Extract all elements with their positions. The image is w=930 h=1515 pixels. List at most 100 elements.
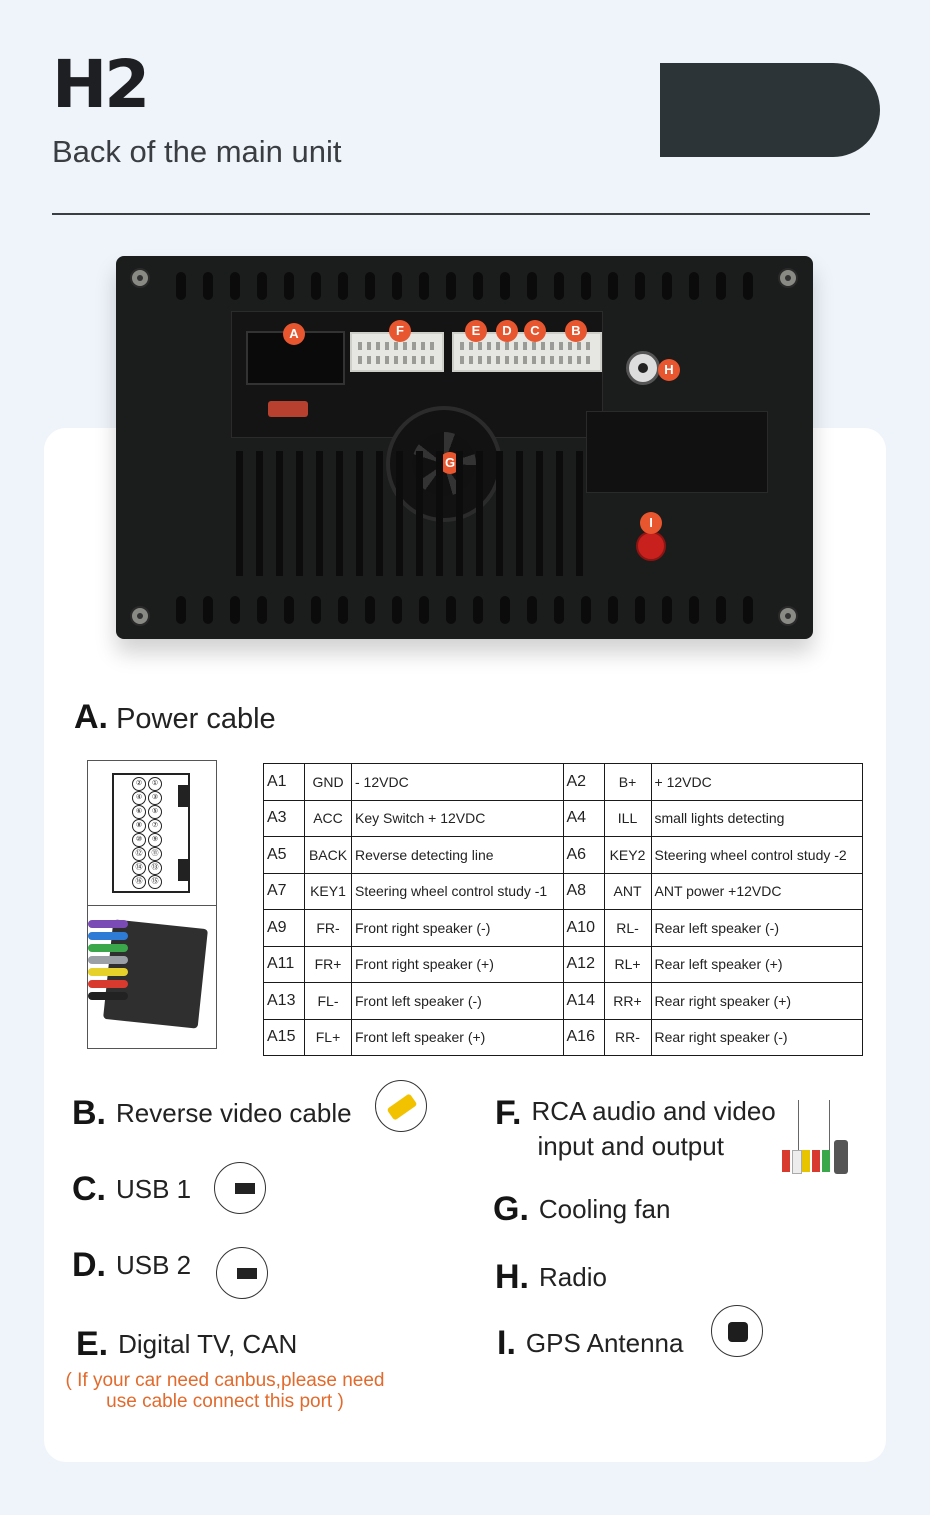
pin-desc-cell: + 12VDC xyxy=(650,763,863,801)
item-label-line2: input and output xyxy=(537,1131,724,1161)
vent-slot xyxy=(284,272,294,300)
vent-slot xyxy=(446,272,456,300)
marker-b: B xyxy=(565,320,587,342)
item-letter: F. xyxy=(495,1094,522,1132)
pin-number: ⑩ xyxy=(132,833,146,847)
pin-number: ⑪ xyxy=(148,847,162,861)
screw-icon xyxy=(778,606,798,626)
pin-desc-cell: Steering wheel control study -1 xyxy=(351,872,564,910)
heatsink-fin xyxy=(256,451,263,576)
canbus-note: ( If your car need canbus,please need us… xyxy=(65,1370,385,1412)
item-letter: D. xyxy=(72,1246,106,1284)
pin-number: ⑯ xyxy=(132,875,146,889)
item-label: Digital TV, CAN xyxy=(118,1329,298,1359)
vent-slot xyxy=(473,596,483,624)
heatsink-fin xyxy=(336,451,343,576)
vent-slot xyxy=(716,272,726,300)
vent-slot xyxy=(419,272,429,300)
radio-jack xyxy=(626,351,660,385)
vent-slot xyxy=(176,596,186,624)
item-e: E. Digital TV, CAN xyxy=(76,1325,297,1364)
item-f: F. RCA audio and video input and output xyxy=(495,1094,776,1164)
vent-slot xyxy=(473,272,483,300)
rca-plug-icon xyxy=(375,1080,427,1132)
pin-pin-cell: A11 xyxy=(263,945,305,983)
vent-slot xyxy=(257,596,267,624)
vent-slot xyxy=(716,596,726,624)
pin-desc-cell: Rear right speaker (+) xyxy=(650,982,863,1020)
pin-sig-cell: FR+ xyxy=(304,945,352,983)
fuse xyxy=(268,401,308,417)
item-label: Radio xyxy=(539,1262,607,1292)
vent-slot xyxy=(257,272,267,300)
pin-desc-cell: Front right speaker (+) xyxy=(351,945,564,983)
item-b: B. Reverse video cable xyxy=(72,1094,352,1133)
screw-icon xyxy=(130,606,150,626)
vent-slot xyxy=(230,272,240,300)
vent-slot xyxy=(635,596,645,624)
vent-slot xyxy=(203,272,213,300)
item-letter: B. xyxy=(72,1094,106,1132)
pin-pin-cell: A1 xyxy=(263,763,305,801)
pin-pin-cell: A2 xyxy=(562,763,605,801)
pin-desc-cell: Steering wheel control study -2 xyxy=(650,836,863,874)
item-i: I. GPS Antenna xyxy=(497,1324,683,1363)
pin-sig-cell: RL- xyxy=(603,909,652,947)
heatsink-fin xyxy=(396,451,403,576)
pin-pin-cell: A15 xyxy=(263,1018,305,1056)
pin-desc-cell: Key Switch + 12VDC xyxy=(351,799,564,837)
vent-slot xyxy=(554,272,564,300)
heatsink-fin xyxy=(576,451,583,576)
vent-slot xyxy=(203,596,213,624)
pin-sig-cell: RR+ xyxy=(603,982,652,1020)
pin-desc-cell: Rear left speaker (-) xyxy=(650,909,863,947)
vent-slot xyxy=(446,596,456,624)
pin-number: ⑧ xyxy=(132,819,146,833)
item-d: D. USB 2 xyxy=(72,1246,191,1285)
vent-slot xyxy=(365,272,375,300)
vent-slot xyxy=(392,272,402,300)
vent-slot xyxy=(419,596,429,624)
pin-desc-cell: Front right speaker (-) xyxy=(351,909,564,947)
pin-number: ⑨ xyxy=(148,833,162,847)
vent-slot xyxy=(581,596,591,624)
pin-sig-cell: ACC xyxy=(304,799,352,837)
pin-sig-cell: FL- xyxy=(304,982,352,1020)
vent-slot xyxy=(635,272,645,300)
item-h: H. Radio xyxy=(495,1258,607,1297)
gps-jack xyxy=(636,531,666,561)
pin-pin-cell: A6 xyxy=(562,836,605,874)
pin-number: ② xyxy=(132,777,146,791)
pin-desc-cell: - 12VDC xyxy=(351,763,564,801)
marker-e: E xyxy=(465,320,487,342)
vent-slot xyxy=(608,272,618,300)
gps-antenna-icon xyxy=(711,1305,763,1357)
vent-slot xyxy=(527,596,537,624)
pin-desc-cell: Rear right speaker (-) xyxy=(650,1018,863,1056)
pin-pin-cell: A3 xyxy=(263,799,305,837)
vent-slot xyxy=(689,596,699,624)
pin-sig-cell: GND xyxy=(304,763,352,801)
pin-desc-cell: ANT power +12VDC xyxy=(650,872,863,910)
marker-h: H xyxy=(658,359,680,381)
item-letter: I. xyxy=(497,1324,516,1362)
pin-sig-cell: ANT xyxy=(603,872,652,910)
vent-slot xyxy=(392,596,402,624)
pin-sig-cell: ILL xyxy=(603,799,652,837)
vent-slot xyxy=(284,596,294,624)
vent-slot xyxy=(662,596,672,624)
vent-slot xyxy=(527,272,537,300)
pin-number: ① xyxy=(148,777,162,791)
vent-slot xyxy=(689,272,699,300)
pin-sig-cell: RR- xyxy=(603,1018,652,1056)
pin-pin-cell: A5 xyxy=(263,836,305,874)
item-label: USB 2 xyxy=(116,1250,192,1280)
pin-pin-cell: A8 xyxy=(562,872,605,910)
pin-desc-cell: small lights detecting xyxy=(650,799,863,837)
